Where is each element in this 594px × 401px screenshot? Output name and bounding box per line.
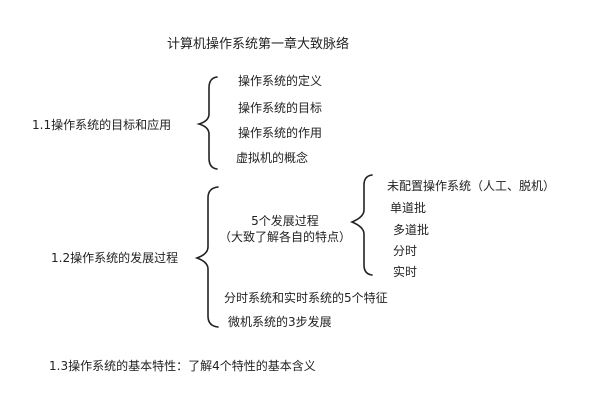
page-title: 计算机操作系统第一章大致脉络 [167,37,350,52]
brace-development-stages [349,174,373,276]
section-1-label: 1.1操作系统的目标和应用 [32,118,172,132]
development-stages-label-line1: 5个发展过程 [251,214,319,228]
brace-section-1 [196,76,218,170]
section-2-item-features: 分时系统和实时系统的5个特征 [224,291,388,305]
stage-single-batch: 单道批 [390,201,427,215]
section-2-label: 1.2操作系统的发展过程 [51,251,179,265]
stage-time-sharing: 分时 [393,244,418,258]
section-1-item-definition: 操作系统的定义 [238,74,323,88]
section-1-item-roles: 操作系统的作用 [238,126,323,140]
development-stages-label: 5个发展过程 （大致了解各自的特点） [218,214,352,244]
development-stages-label-line2: （大致了解各自的特点） [218,230,351,244]
stage-real-time: 实时 [393,265,418,279]
stage-no-os: 未配置操作系统（人工、脱机） [387,179,556,193]
section-2-item-microcomputer: 微机系统的3步发展 [228,315,332,329]
section-1-item-goals: 操作系统的目标 [238,101,323,115]
brace-section-2 [194,186,219,328]
section-3-label: 1.3操作系统的基本特性：了解4个特性的基本含义 [49,359,316,373]
stage-multi-batch: 多道批 [393,223,430,237]
section-1-item-virtual-machine: 虚拟机的概念 [236,151,309,165]
